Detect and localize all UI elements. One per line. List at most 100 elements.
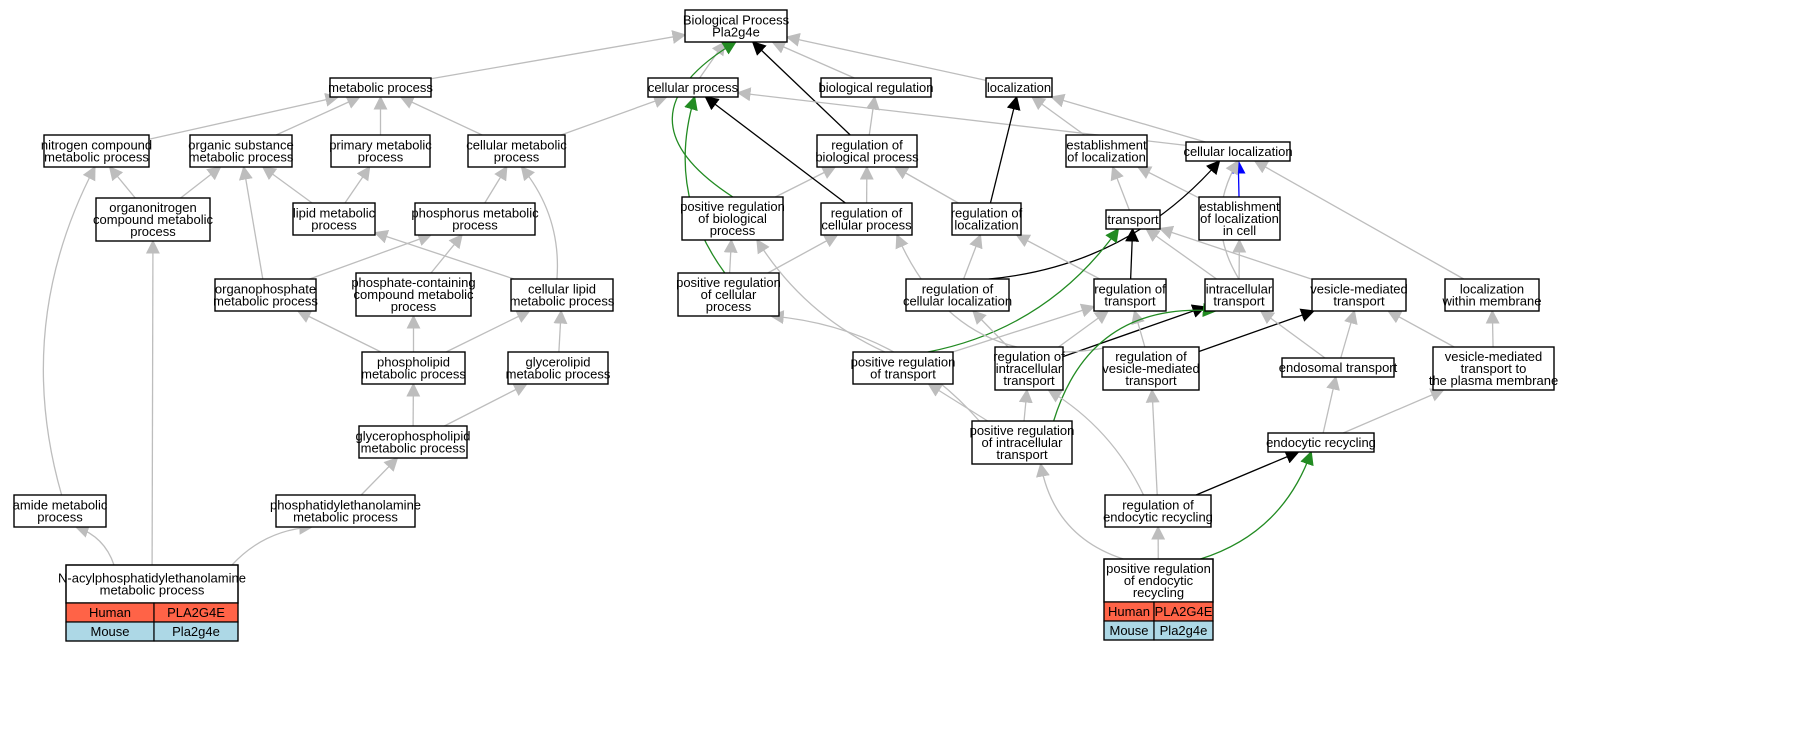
edge-layer (42, 30, 1500, 566)
regulates-edge (1062, 304, 1207, 358)
term-node-endocytic[interactable]: endocytic recycling (1266, 432, 1376, 453)
term-label-line: metabolic process (506, 367, 611, 382)
term-label-line: endocytic recycling (1266, 435, 1376, 450)
term-node-metabolic[interactable]: metabolic process (328, 77, 433, 98)
is-a-edge (775, 166, 837, 198)
term-label-line: nitrogen compound (41, 138, 152, 153)
term-label-line: intracellular (1206, 282, 1273, 297)
term-label-line: amide metabolic (13, 498, 108, 513)
term-label-line: of biological (698, 211, 767, 226)
term-label-line: localization (987, 80, 1051, 95)
is-a-edge (1340, 309, 1358, 359)
term-label-line: organonitrogen (109, 200, 196, 215)
term-label-line: of transport (870, 367, 936, 382)
term-node-cellloc[interactable]: cellular localization (1183, 141, 1293, 162)
is-a-edge (1050, 93, 1206, 143)
term-label-line: regulation of (831, 138, 903, 153)
term-label-line: cellular localization (1183, 144, 1292, 159)
term-box (507, 351, 609, 385)
term-label-line: metabolic process (328, 80, 433, 95)
is-a-edge (399, 95, 483, 136)
positively-regulates-edge (927, 227, 1120, 353)
term-box (1267, 432, 1375, 453)
is-a-edge (430, 233, 463, 274)
term-label-line: process (358, 150, 404, 165)
term-label-line: phosphatidylethanolamine (270, 498, 421, 513)
term-node-transport[interactable]: transport (1105, 209, 1161, 230)
term-label-line: positive regulation (676, 275, 781, 290)
term-label-line: process (311, 218, 357, 233)
term-label-line: transport (996, 447, 1048, 462)
term-label-line: metabolic process (510, 294, 615, 309)
regulates-edge (989, 95, 1021, 204)
term-label-line: transport (1104, 294, 1156, 309)
is-a-edge (1018, 388, 1033, 422)
is-a-edge (769, 310, 980, 422)
is-a-edge (962, 233, 983, 280)
term-label-line: lipid metabolic (293, 206, 376, 221)
term-node-bioreg[interactable]: biological regulation (819, 77, 934, 98)
term-box (189, 134, 293, 168)
term-label-line: of localization (1067, 150, 1146, 165)
term-label-line: Biological Process (683, 13, 790, 28)
term-box (852, 351, 954, 385)
gene-symbol: Pla2g4e (1160, 623, 1208, 638)
term-box (510, 278, 614, 312)
is-a-edge (767, 234, 839, 274)
is-a-edge (261, 166, 313, 204)
term-node-endosomal[interactable]: endosomal transport (1279, 357, 1398, 378)
term-label-line: regulation of (1094, 282, 1166, 297)
term-label-line: endosomal transport (1279, 360, 1398, 375)
is-a-edge (309, 232, 433, 280)
term-box (1104, 494, 1212, 528)
term-node-cellular[interactable]: cellular process (647, 77, 739, 98)
term-label-line: regulation of (1122, 498, 1194, 513)
gene-symbol: PLA2G4E (1155, 604, 1213, 619)
term-node-nacyl[interactable]: N-acylphosphatidylethanolaminemetabolic … (58, 564, 246, 604)
positively-regulates-edge (684, 95, 726, 274)
term-label-line: of localization (1200, 211, 1279, 226)
term-box (994, 346, 1064, 391)
term-box (329, 77, 432, 98)
term-label-line: regulation of (922, 282, 994, 297)
term-label-line: phosphorus metabolic (411, 206, 539, 221)
term-node-localization[interactable]: localization (985, 77, 1053, 98)
is-a-edge (145, 239, 160, 566)
is-a-edge (1253, 160, 1464, 280)
